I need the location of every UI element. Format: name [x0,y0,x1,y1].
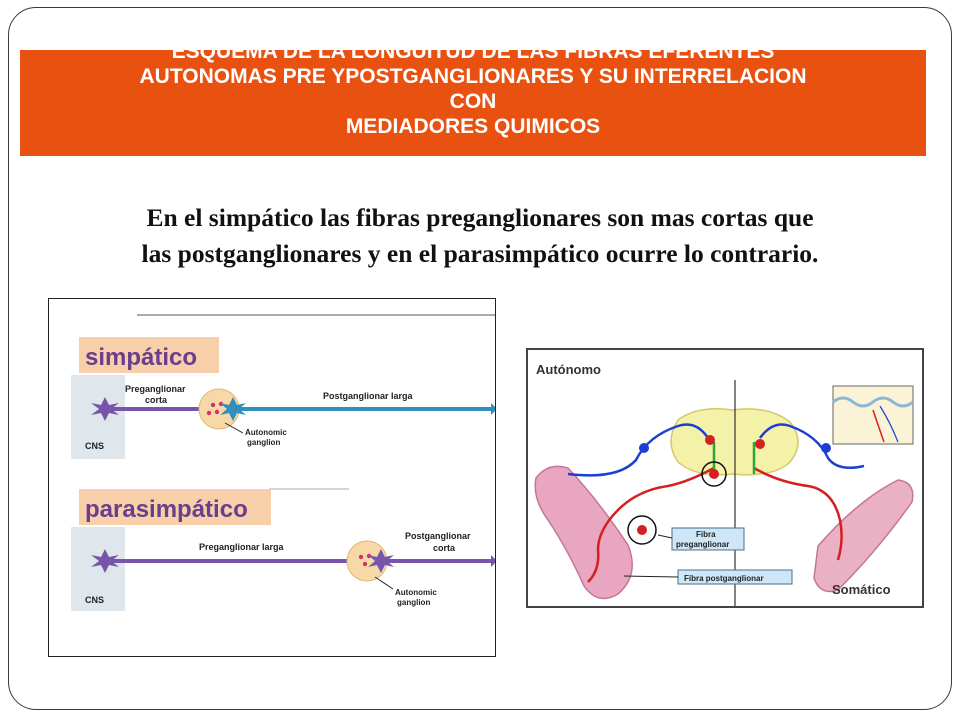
blue-afferent-fiber-right [758,423,865,469]
red-neuron-body [705,435,715,445]
synapse-dot [366,553,372,559]
somatic-label: Somático [832,582,891,597]
description-line-1: En el simpático las fibras preganglionar… [146,203,814,232]
synapse-dot [206,410,212,416]
blue-afferent-fiber [567,423,710,477]
skin-nerve [872,409,885,443]
parasympathetic-cns-box [71,527,125,611]
parasympathetic-pre-label: Preganglionar larga [199,542,285,552]
description-line-2: las postganglionares y en el parasimpáti… [141,239,819,268]
skeletal-muscle [813,479,914,593]
post-fiber-label: Fibra postganglionar [684,574,764,583]
description-text: En el simpático las fibras preganglionar… [30,200,930,272]
parasympathetic-ganglion-label-2: ganglion [397,598,430,607]
visceral-organ [534,465,633,600]
sympathetic-cns-box [71,375,125,459]
red-efferent-fiber-right [753,466,843,561]
highlight-circle [701,461,727,487]
parasympathetic-fiber-end [491,555,495,567]
title-line-2: AUTONOMAS PRE YPOSTGANGLIONARES Y SU INT… [139,65,807,88]
sympathetic-pre-label-2: corta [145,395,168,405]
autonomic-somatic-diagram: Autónomo Somático Fibra preganglionar Fi… [526,348,924,608]
sympathetic-ganglion-pointer [224,422,244,434]
sympathetic-ganglion-label-1: Autonomic [245,428,287,437]
skin-section [832,385,914,445]
title-line-4: MEDIADORES QUIMICOS [345,115,601,138]
highlight-circle [627,515,657,545]
synapse-dot [214,409,220,415]
preganglionic-cell [709,469,719,479]
title-banner: ESQUEMA DE LA LONGUITUD DE LAS FIBRAS EF… [20,50,926,156]
parasympathetic-ganglion-pointer [374,576,394,590]
fiber-length-svg: simpático CNS Preganglionar corta Postga… [71,314,495,611]
synapse-dot [218,401,224,407]
ganglion-cell [637,525,647,535]
parasympathetic-heading: parasimpático [85,496,248,523]
fiber-length-diagram: simpático CNS Preganglionar corta Postga… [48,298,496,657]
sympathetic-fiber-end [491,403,495,415]
synapse-dot [358,554,364,560]
pre-fiber-label-1: Fibra [696,530,716,539]
title-line-1: ESQUEMA DE LA LONGUITUD DE LAS FIBRAS EF… [171,50,775,63]
post-fiber-pointer [623,575,679,578]
blue-neuron-body [639,443,649,453]
parasympathetic-post-label-1: Postganglionar [405,531,471,541]
sympathetic-cns-label: CNS [85,441,104,451]
synapse-dot [210,402,216,408]
autonomic-label: Autónomo [536,362,601,377]
red-neuron-body-right [755,439,765,449]
parasympathetic-postganglionic-neuron [368,549,394,573]
blue-neuron-body-right [821,443,831,453]
sympathetic-ganglion-label-2: ganglion [247,438,280,447]
sympathetic-heading-box [79,337,219,373]
synapse-dot [362,561,368,567]
red-efferent-fiber [587,466,715,583]
skin-nerve [879,405,899,443]
parasympathetic-heading-box [79,489,271,525]
sympathetic-postganglionic-neuron [220,397,246,421]
sympathetic-post-label: Postganglionar larga [323,391,414,401]
sympathetic-heading: simpático [85,344,197,371]
parasympathetic-neuron-body [91,549,119,573]
parasympathetic-cns-label: CNS [85,595,104,605]
pre-fiber-pointer [657,534,673,539]
skin-surface [832,396,914,408]
sympathetic-pre-label-1: Preganglionar [125,384,186,394]
title-line-3: CON [449,90,497,113]
autonomic-somatic-svg: Autónomo Somático Fibra preganglionar Fi… [534,362,914,606]
parasympathetic-post-label-2: corta [433,543,456,553]
sympathetic-neuron-body [91,397,119,421]
pre-fiber-label-2: preganglionar [676,540,729,549]
pre-fiber-label-box [671,527,745,551]
parasympathetic-ganglion-label-1: Autonomic [395,588,437,597]
